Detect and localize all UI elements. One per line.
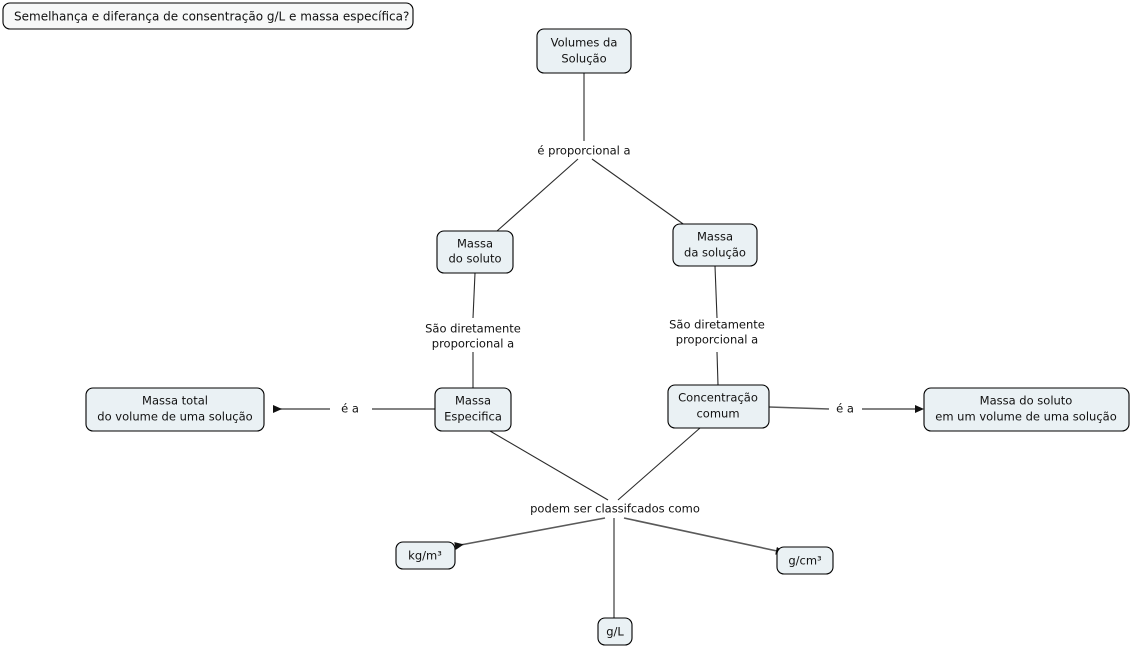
- node-g-per-cm3-label: g/cm³: [788, 554, 822, 568]
- node-massa-do-soluto[interactable]: Massa do soluto: [436, 230, 514, 274]
- edge-label-to-concentracao: [716, 351, 719, 386]
- node-massa-total-line2: do volume de uma solução: [97, 410, 252, 424]
- title-box[interactable]: Semelhança e diferança de consentração g…: [2, 2, 414, 30]
- edge-massa-soluto-to-label: [472, 272, 476, 319]
- node-massa-especifica-line2: Especifica: [444, 410, 502, 424]
- edge-concentracao-to-ea: [768, 406, 830, 410]
- edge-proporcional-to-massa-solucao: [591, 158, 687, 227]
- node-massa-da-solucao-line2: da solução: [684, 246, 746, 260]
- node-g-per-cm3[interactable]: g/cm³: [776, 546, 834, 575]
- node-massa-total[interactable]: Massa total do volume de uma solução: [85, 387, 265, 432]
- edge-label-diretamente-right-line2: proporcional a: [676, 333, 758, 347]
- node-massa-total-rect: [85, 387, 265, 432]
- node-massa-do-soluto-line2: do soluto: [448, 252, 501, 266]
- node-massa-da-solucao-rect: [672, 223, 758, 267]
- title-box-text: Semelhança e diferança de consentração g…: [14, 10, 409, 24]
- node-massa-especifica-rect: [434, 387, 512, 432]
- node-concentracao-comum-line1: Concentração: [678, 391, 758, 405]
- title-box-rect: [2, 2, 414, 30]
- edge-massa-solucao-to-label: [714, 265, 718, 319]
- edge-label-proporcional: é proporcional a: [537, 144, 630, 158]
- edge-proporcional-to-massa-soluto: [496, 158, 579, 232]
- node-massa-do-soluto-rect: [436, 230, 514, 274]
- node-kg-per-m3-rect: [395, 541, 456, 570]
- node-volumes-da-solucao[interactable]: Volumes da Solução: [536, 28, 632, 74]
- edge-classificados-to-gcm3: [623, 517, 785, 555]
- edge-label-diretamente-right-line1: São diretamente: [669, 318, 765, 332]
- node-massa-soluto-em-volume-line1: Massa do soluto: [980, 394, 1073, 408]
- edge-concentracao-to-classificados: [617, 427, 701, 501]
- node-volumes-da-solucao-line2: Solução: [561, 52, 606, 66]
- node-massa-especifica-line1: Massa: [455, 394, 491, 408]
- node-massa-soluto-em-volume-rect: [923, 387, 1130, 432]
- edge-massa-especifica-to-classificados: [489, 430, 609, 501]
- node-g-per-l[interactable]: g/L: [597, 617, 633, 646]
- node-volumes-da-solucao-line1: Volumes da: [551, 36, 618, 50]
- node-massa-da-solucao[interactable]: Massa da solução: [672, 223, 758, 267]
- node-volumes-da-solucao-rect: [536, 28, 632, 74]
- node-g-per-l-rect: [597, 617, 633, 646]
- node-g-per-l-label: g/L: [606, 625, 624, 639]
- node-massa-da-solucao-line1: Massa: [697, 230, 733, 244]
- node-massa-soluto-em-volume-line2: em um volume de uma solução: [935, 410, 1116, 424]
- node-massa-do-soluto-line1: Massa: [457, 237, 493, 251]
- node-concentracao-comum-rect: [667, 384, 770, 429]
- edge-label-ea-left: é a: [341, 402, 359, 416]
- node-concentracao-comum[interactable]: Concentração comum: [667, 384, 770, 429]
- node-kg-per-m3[interactable]: kg/m³: [395, 541, 456, 570]
- edge-label-classificados: podem ser classifcados como: [530, 502, 700, 516]
- edge-label-diretamente-left-line2: proporcional a: [432, 337, 514, 351]
- node-massa-especifica[interactable]: Massa Especifica: [434, 387, 512, 432]
- node-concentracao-comum-line2: comum: [696, 407, 739, 421]
- node-g-per-cm3-rect: [776, 546, 834, 575]
- node-kg-per-m3-label: kg/m³: [408, 549, 442, 563]
- edge-classificados-to-kgm3: [454, 517, 606, 550]
- node-massa-total-line1: Massa total: [142, 394, 208, 408]
- edge-label-ea-right: é a: [836, 402, 854, 416]
- edge-label-diretamente-left-line1: São diretamente: [425, 322, 521, 336]
- node-massa-soluto-em-volume[interactable]: Massa do soluto em um volume de uma solu…: [923, 387, 1130, 432]
